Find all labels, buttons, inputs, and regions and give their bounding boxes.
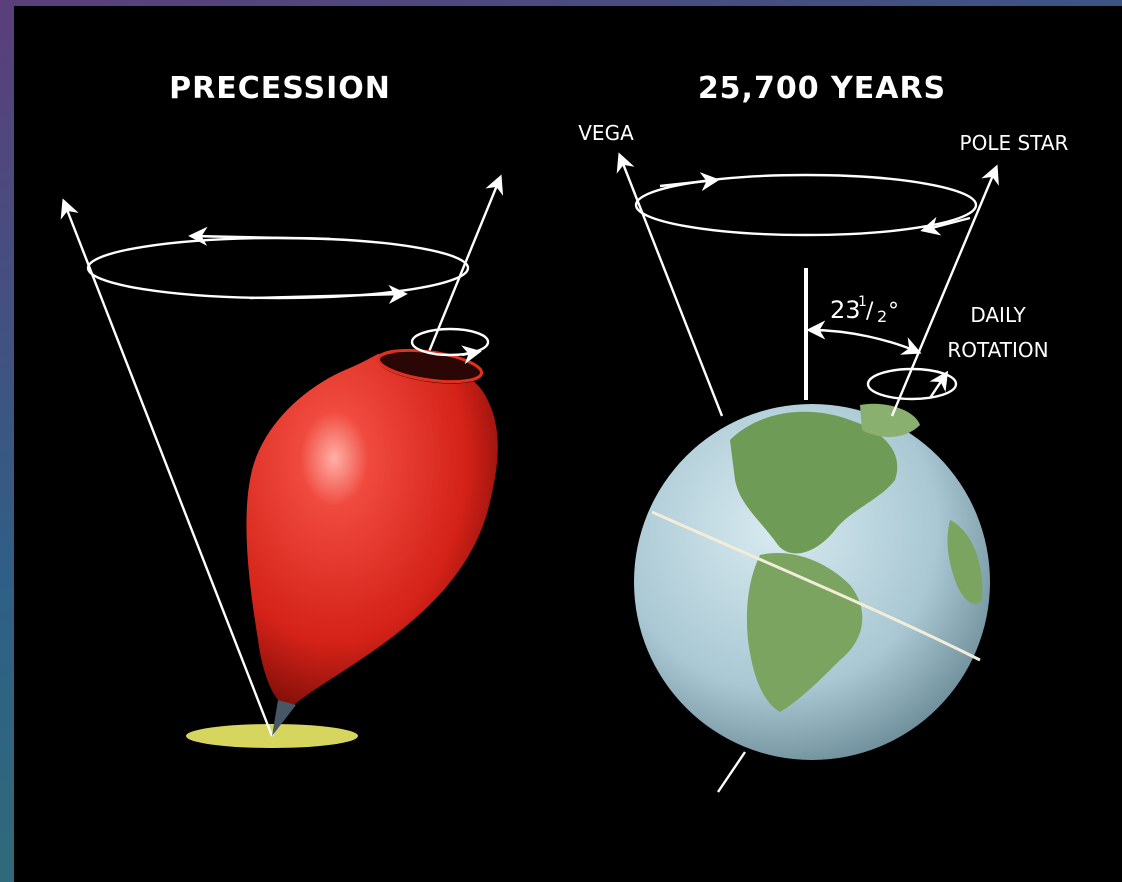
spinning-top-group bbox=[60, 174, 504, 748]
north-america-land bbox=[730, 411, 898, 554]
precession-circle-earth bbox=[634, 173, 978, 237]
angle-numerator: 1 bbox=[858, 294, 867, 310]
spinning-top-body bbox=[246, 352, 498, 705]
cone-left-line bbox=[60, 198, 274, 737]
equator-line bbox=[651, 510, 981, 662]
africa-edge-land bbox=[947, 520, 983, 604]
angle-degree: ° bbox=[888, 299, 899, 324]
spinning-top-tip bbox=[272, 700, 296, 736]
angle-whole: 23 bbox=[830, 296, 861, 324]
label-daily: DAILY bbox=[970, 303, 1026, 327]
earth-precession-arrow-right bbox=[920, 216, 971, 236]
vega-line bbox=[616, 152, 724, 417]
pole-star-line bbox=[890, 164, 999, 417]
precession-arrow-back bbox=[188, 226, 331, 246]
daily-rotation-ring bbox=[866, 367, 958, 401]
angle-fraction-slash: / bbox=[866, 299, 874, 324]
label-pole-star: POLE STAR bbox=[960, 131, 1069, 155]
daily-rotation-arrow bbox=[929, 370, 949, 399]
angle-denominator: 2 bbox=[877, 307, 887, 326]
earth-group bbox=[616, 152, 999, 793]
label-vega: VEGA bbox=[578, 121, 634, 145]
label-rotation: ROTATION bbox=[947, 338, 1048, 362]
tilt-angle-label: 23 1 / 2 ° bbox=[830, 294, 899, 326]
spinning-top-cap-rim bbox=[376, 348, 484, 384]
top-spin-ring bbox=[410, 327, 490, 357]
title-precession: PRECESSION bbox=[169, 71, 391, 106]
top-spin-arrow bbox=[461, 345, 482, 365]
greenland-land bbox=[860, 403, 920, 437]
earth-axis-bottom bbox=[717, 751, 746, 793]
tilt-angle-arc bbox=[806, 320, 922, 355]
precession-circle-top bbox=[86, 236, 470, 300]
title-cycle-years: 25,700 YEARS bbox=[698, 71, 946, 106]
precession-arrow-front bbox=[249, 284, 408, 304]
earth-precession-arrow-left bbox=[659, 172, 720, 192]
